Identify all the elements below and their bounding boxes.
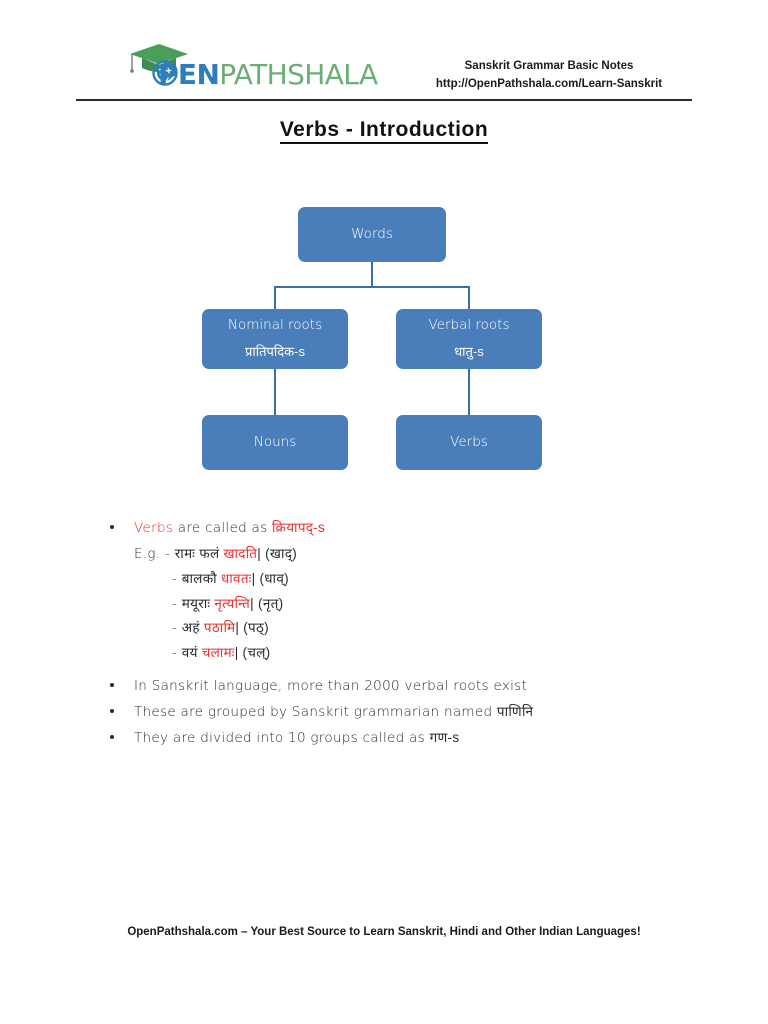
example-dash: - [172, 645, 182, 662]
example-root: | (पठ्) [235, 620, 269, 636]
diagram-node-nouns: Nouns [202, 415, 348, 470]
page-title: Verbs - Introduction [0, 118, 768, 144]
example-root: | (चल्) [234, 645, 271, 661]
page-footer: OpenPathshala.com – Your Best Source to … [0, 926, 768, 938]
bullet-dot-icon [110, 682, 114, 687]
bullet1-lead: Verbs [134, 520, 174, 536]
example-subject: रामः फलं [174, 546, 224, 562]
header-doc-url: http://OpenPathshala.com/Learn-Sanskrit [435, 77, 663, 90]
logo-wordmark: PENPATHSHALA [158, 58, 378, 91]
bullet-item-grammarian: These are grouped by Sanskrit grammarian… [104, 702, 674, 722]
example-subject: वयं [181, 645, 202, 661]
bullet2-text: In Sanskrit language, more than 2000 ver… [134, 677, 528, 694]
example-subject: बालकौ [181, 571, 221, 587]
globe-icon [152, 60, 178, 86]
node-label-nominal-roots: Nominal roots [227, 316, 323, 333]
diagram-node-verbs: Verbs [396, 415, 542, 470]
bullet-dot-icon [110, 525, 114, 529]
connector-horizontal [274, 286, 470, 288]
example-dash: - [172, 571, 182, 588]
bullet3-devanagari-panini: पाणिनि [496, 703, 534, 719]
page-title-text: Verbs - Introduction [279, 118, 489, 144]
logo-text-pathshala: PATHSHALA [219, 58, 378, 91]
bullet4-devanagari-gana: गण-s [429, 730, 460, 746]
openpathshala-logo: PENPATHSHALA [128, 42, 378, 92]
example-root: | (खाद्) [257, 546, 298, 562]
example-verb: खादति [223, 546, 258, 562]
connector-words-down [371, 262, 373, 288]
node-label-words: Words [351, 225, 393, 242]
diagram-node-verbal-roots: Verbal roots धातु-s [396, 309, 542, 369]
notes-body: Verbs are called as क्रियापद्-s E.g. - र… [104, 518, 674, 754]
connector-nominal-to-nouns [274, 369, 276, 416]
example-item: - मयूराः नृत्यन्ति| (नृत्) [104, 592, 674, 617]
example-root: | (नृत्) [250, 595, 284, 611]
logo-text-open: PEN [158, 58, 220, 91]
header-divider [76, 99, 692, 101]
bullet-item-verbs-definition: Verbs are called as क्रियापद्-s [104, 518, 674, 538]
diagram-node-words: Words [298, 207, 446, 262]
bullet1-term: क्रियापद्-s [272, 520, 326, 535]
example-verb: पठामि [203, 620, 236, 636]
header-doc-info: Sanskrit Grammar Basic Notes http://Open… [406, 58, 692, 94]
node-label-nouns: Nouns [253, 433, 297, 450]
example-prefix: E.g. - [134, 546, 175, 563]
header-doc-title: Sanskrit Grammar Basic Notes [464, 60, 634, 72]
example-dash: - [172, 620, 182, 637]
example-item: - अहं पठामि| (पठ्) [104, 616, 674, 641]
page-header: PENPATHSHALA Sanskrit Grammar Basic Note… [76, 38, 692, 100]
example-item: - बालकौ धावतः| (धाव्) [104, 567, 674, 592]
bullet1-middle: are called as [173, 520, 273, 536]
bullet-dot-icon [110, 708, 114, 713]
connector-verbal-to-verbs [468, 369, 470, 416]
example-dash: - [172, 595, 182, 612]
example-verb: नृत्यन्ति [214, 595, 251, 611]
words-classification-diagram: Words Nominal roots प्रातिपदिक-s Verbal … [0, 196, 768, 486]
example-verb: चलामः [201, 645, 235, 661]
node-label-verbal-roots: Verbal roots [428, 316, 510, 333]
bullet-item-roots-count: In Sanskrit language, more than 2000 ver… [104, 676, 674, 696]
example-root: | (धाव्) [251, 571, 289, 587]
bullet-item-groups: They are divided into 10 groups called a… [104, 728, 674, 748]
node-devanagari-pratipadika: प्रातिपदिक-s [244, 344, 305, 360]
example-item: - वयं चलामः| (चल्) [104, 641, 674, 666]
node-label-verbs: Verbs [450, 433, 488, 450]
connector-to-verbal [468, 286, 470, 310]
connector-to-nominal [274, 286, 276, 310]
example-subject: अहं [181, 620, 204, 636]
footer-text: OpenPathshala.com – Your Best Source to … [127, 926, 641, 938]
node-devanagari-dhatu: धातु-s [454, 344, 484, 360]
example-verb: धावतः [220, 571, 252, 587]
bullet3-text: These are grouped by Sanskrit grammarian… [134, 703, 497, 720]
diagram-node-nominal-roots: Nominal roots प्रातिपदिक-s [202, 309, 348, 369]
example-subject: मयूराः [181, 595, 215, 611]
bullet4-text: They are divided into 10 groups called a… [134, 730, 430, 747]
example-primary: E.g. - रामः फलं खादति| (खाद्) [104, 544, 674, 565]
bullet-dot-icon [110, 735, 114, 740]
